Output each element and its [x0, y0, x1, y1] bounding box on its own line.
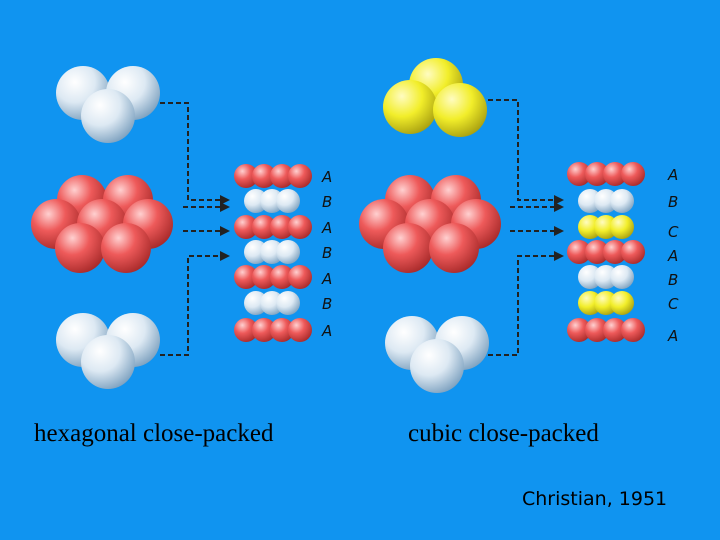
hcp-top-b-cluster: [56, 66, 160, 143]
ccp-top-c-cluster: [383, 58, 487, 137]
hcp-caption: hexagonal close-packed: [34, 420, 274, 447]
ccp-letter-1: A: [667, 166, 678, 184]
ccp-layer-5-b: [578, 265, 634, 289]
ccp-letter-7: A: [667, 327, 678, 345]
ccp-caption: cubic close-packed: [408, 420, 599, 447]
hcp-layer-2-b: [244, 189, 300, 213]
hcp-letter-7: A: [321, 322, 332, 340]
hcp-bottom-b-cluster: [56, 313, 160, 389]
hcp-layer-6-b: [244, 291, 300, 315]
ccp-connectors: [488, 99, 564, 356]
hcp-layer-7-a: [234, 318, 312, 342]
ccp-layer-4-a: [567, 240, 645, 264]
ccp-letter-6: C: [668, 295, 679, 313]
hcp-letter-1: A: [321, 168, 332, 186]
hcp-letter-6: B: [322, 295, 332, 313]
hcp-connectors: [160, 102, 230, 356]
hcp-letter-5: A: [321, 270, 332, 288]
hcp-stack-letters: A B A B A B A: [321, 168, 332, 340]
hcp-layer-4-b: [244, 240, 300, 264]
ccp-bottom-b-cluster: [385, 316, 489, 393]
hcp-a-cluster: [31, 175, 173, 273]
hcp-letter-2: B: [322, 193, 332, 211]
ccp-stack-letters: A B C A B C A: [667, 166, 679, 345]
ccp-layer-3-c: [578, 215, 634, 239]
credit-text: Christian, 1951: [522, 488, 668, 510]
hcp-stack: [234, 164, 312, 342]
ccp-section: A B C A B C A: [359, 58, 679, 393]
ccp-layer-2-b: [578, 189, 634, 213]
ccp-layer-6-c: [578, 291, 634, 315]
hcp-layer-3-a: [234, 215, 312, 239]
hcp-letter-3: A: [321, 219, 332, 237]
ccp-letter-3: C: [668, 223, 679, 241]
hcp-section: A B A B A B A: [31, 66, 332, 389]
ccp-letter-5: B: [668, 271, 678, 289]
ccp-stack: [567, 162, 645, 342]
ccp-layer-1-a: [567, 162, 645, 186]
hcp-layer-5-a: [234, 265, 312, 289]
hcp-letter-4: B: [322, 244, 332, 262]
ccp-letter-2: B: [668, 193, 678, 211]
hcp-layer-1-a: [234, 164, 312, 188]
ccp-layer-7-a: [567, 318, 645, 342]
ccp-a-cluster: [359, 175, 501, 273]
ccp-letter-4: A: [667, 247, 678, 265]
